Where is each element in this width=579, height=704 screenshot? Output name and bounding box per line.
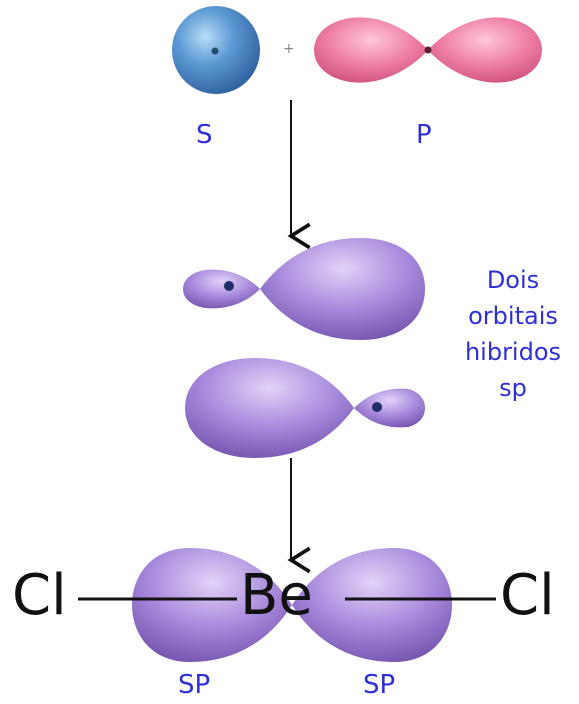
label-s: S <box>196 120 213 150</box>
note-line-3: hibridos <box>464 338 562 366</box>
plus-sign: + <box>283 41 295 57</box>
note-line-1: Dois <box>486 266 540 294</box>
note-line-4: sp <box>499 374 527 402</box>
note-line-2: orbitais <box>468 302 558 330</box>
label-sp-left: SP <box>178 670 211 700</box>
label-sp-right: SP <box>363 670 396 700</box>
s-nucleus <box>211 47 219 55</box>
atom-cl-left: Cl <box>12 563 67 628</box>
s-orbital <box>172 6 260 94</box>
sp-hybrid-orbital-1 <box>183 238 425 340</box>
p-nucleus <box>424 46 432 54</box>
sp-nucleus-1 <box>224 281 234 291</box>
atom-be: Be <box>240 563 313 628</box>
p-orbital <box>314 17 542 83</box>
hybrid-note: Dois orbitais hibridos sp <box>448 262 578 406</box>
sp-nucleus-2 <box>372 402 382 412</box>
becl2-sp-orbitals <box>132 548 452 662</box>
atom-cl-right: Cl <box>500 563 555 628</box>
sp-hybrid-orbital-2 <box>185 358 425 458</box>
label-p: P <box>416 120 432 150</box>
